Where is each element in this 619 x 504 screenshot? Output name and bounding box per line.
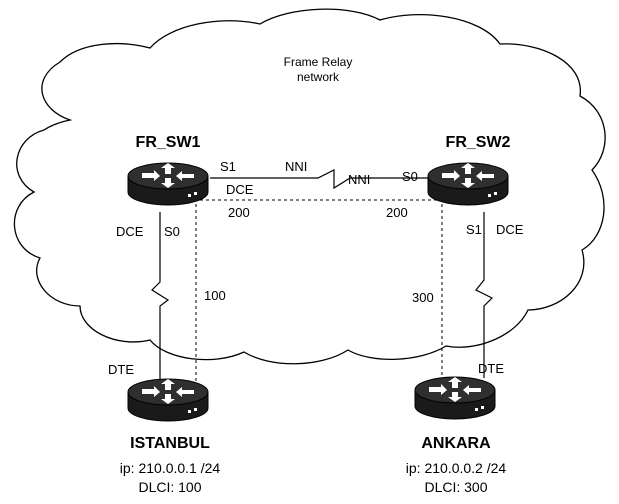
right-port-s1: S1 — [466, 222, 482, 237]
istanbul-router-icon — [127, 378, 209, 422]
fr-sw1-router-icon — [127, 162, 209, 206]
ankara-dlci: DLCI: 300 — [424, 479, 487, 495]
fr-sw2-router-icon — [427, 162, 509, 206]
sw1-trunk-dce: DCE — [226, 182, 254, 197]
right-pvc-dlci: 300 — [412, 290, 434, 305]
fr-sw1-label: FR_SW1 — [136, 134, 201, 151]
istanbul-serial-link — [151, 212, 170, 380]
fr-sw2-label: FR_SW2 — [446, 134, 511, 151]
ankara-label: ANKARA — [421, 435, 491, 452]
ankara-serial-link — [475, 212, 494, 378]
right-dte-label: DTE — [478, 361, 504, 376]
istanbul-ip: ip: 210.0.0.1 /24 — [120, 460, 221, 476]
sw2-port-s0: S0 — [402, 169, 418, 184]
right-dce-label: DCE — [496, 222, 524, 237]
left-pvc-dlci: 100 — [204, 288, 226, 303]
istanbul-label: ISTANBUL — [130, 435, 210, 452]
left-dte-label: DTE — [108, 362, 134, 377]
left-dce-label: DCE — [116, 224, 144, 239]
istanbul-dlci: DLCI: 100 — [138, 479, 201, 495]
sw1-nni-label: NNI — [285, 159, 307, 174]
left-port-s0: S0 — [164, 224, 180, 239]
sw1-trunk-dlci: 200 — [228, 205, 250, 220]
sw1-port-s1: S1 — [220, 159, 236, 174]
cloud-title-line1: Frame Relay — [284, 55, 353, 69]
cloud-title-line2: network — [297, 70, 340, 84]
ankara-ip: ip: 210.0.0.2 /24 — [406, 460, 507, 476]
sw2-trunk-dlci: 200 — [386, 205, 408, 220]
ankara-router-icon — [414, 376, 496, 420]
frame-relay-cloud — [13, 8, 606, 365]
nni-serial-link — [210, 169, 428, 190]
sw2-nni-label: NNI — [348, 172, 370, 187]
